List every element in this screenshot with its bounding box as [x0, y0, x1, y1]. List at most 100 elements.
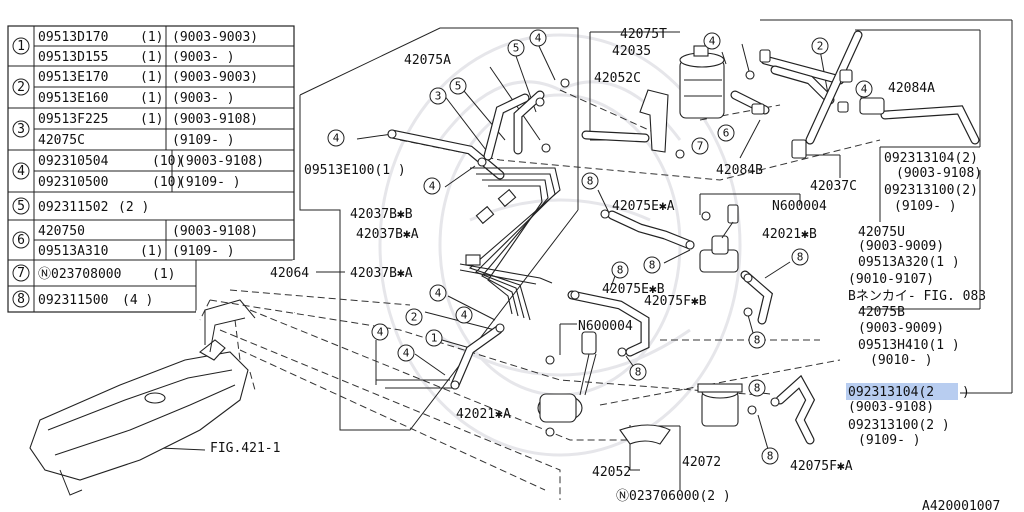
callout-spec-b1-end: ): [962, 385, 970, 400]
marker-number: 4: [861, 83, 868, 96]
marker-number: 8: [649, 259, 656, 272]
marker: 8: [611, 261, 629, 279]
marker: 4: [327, 129, 345, 147]
callout-42021-b: 42021✱B: [762, 227, 817, 242]
selected-label-highlight: [846, 383, 958, 400]
callout-42084a: 42084A: [888, 81, 935, 96]
marker-circle: [423, 177, 441, 195]
callout-diagram-id: A420001007: [922, 499, 1000, 512]
marker-circle: [629, 363, 647, 381]
callout-n600004-top: N600004: [772, 199, 827, 214]
row-key: 1: [17, 39, 25, 54]
row-key: 3: [17, 122, 25, 137]
hoses: [387, 30, 980, 445]
marker: 6: [717, 124, 735, 142]
marker-number: 8: [754, 334, 761, 347]
marker-number: 2: [817, 40, 824, 53]
marker: 4: [371, 323, 389, 341]
callout-u-3: (9010-9107): [848, 272, 934, 287]
filter-42072: [697, 383, 743, 427]
parts-table: 109513D170(1)(9003-9003)09513D155(1)(900…: [7, 25, 296, 314]
marker: 8: [643, 256, 661, 274]
marker: 8: [748, 331, 766, 349]
marker-circle: [748, 379, 766, 397]
row-quantity: (1): [152, 267, 175, 282]
marker-circle: [811, 37, 829, 55]
marker: 8: [748, 379, 766, 397]
marker: 3: [429, 87, 447, 105]
marker: 4: [423, 177, 441, 195]
marker-number: 4: [461, 309, 468, 322]
row-quantity: (2 ): [118, 200, 149, 215]
marker-circle: [397, 344, 415, 362]
marker: 2: [405, 308, 423, 326]
row-quantity: (1): [140, 50, 163, 65]
row-key-circle: [12, 264, 30, 282]
callout-fig421: FIG.421-1: [210, 441, 280, 456]
parts-table-row: 209513E170(1)(9003-9003)09513E160(1)(900…: [12, 70, 258, 106]
row-key-circle: [12, 37, 30, 55]
callout-spec-a1: 092313104(2): [884, 151, 978, 166]
marker: 8: [581, 172, 599, 190]
marker-circle: [791, 248, 809, 266]
marker-circle: [371, 323, 389, 341]
pipe-bundle: [459, 167, 561, 321]
callout-023706000: Ⓝ023706000(2 ): [616, 489, 731, 504]
marker-circle: [449, 77, 467, 95]
callout-b-3: (9010- ): [870, 353, 933, 368]
callout-42072: 42072: [682, 455, 721, 470]
marker-number: 5: [513, 42, 520, 55]
marker-circle: [327, 129, 345, 147]
callout-42037b-a1: 42037B✱A: [356, 227, 419, 242]
callout-spec-a4: (9109- ): [894, 199, 957, 214]
row-quantity: (4 ): [122, 293, 153, 308]
callout-u-2: 09513A320(1 ): [858, 255, 960, 270]
callout-u-4: Bネンカイ- FIG. 083: [848, 289, 986, 304]
marker-number: 2: [411, 311, 418, 324]
row-date-range: (9003-9108): [172, 112, 258, 127]
marker-circle: [611, 261, 629, 279]
parts-table-row: 4092310504(10)(9003-9108)092310500(10)(9…: [12, 154, 264, 190]
row-part-number: 420750: [38, 224, 85, 239]
row-quantity: (1): [140, 244, 163, 259]
marker-number: 4: [377, 326, 384, 339]
marker-number: 4: [435, 287, 442, 300]
marker-circle: [761, 447, 779, 465]
marker: 8: [761, 447, 779, 465]
row-part-number: 092311500: [38, 293, 108, 308]
callout-n600004-mid: N600004: [578, 319, 633, 334]
callout-42075t: 42075T: [620, 27, 667, 42]
callout-labels: 42075T 42035 42052C 42075A 09513E100(1 )…: [210, 27, 1000, 512]
row-quantity: (1): [140, 112, 163, 127]
marker-number: 7: [697, 140, 704, 153]
row-date-range: (9003-9108): [178, 154, 264, 169]
row-date-range: (9109- ): [172, 133, 235, 148]
row-key-circle: [12, 162, 30, 180]
callout-spec-b4: (9109- ): [858, 433, 921, 448]
marker-circle: [748, 331, 766, 349]
marker-circle: [425, 329, 443, 347]
callout-42084b: 42084B: [716, 163, 763, 178]
marker-circle: [855, 80, 873, 98]
row-date-range: (9003-9003): [172, 70, 258, 85]
marker-circle: [507, 39, 525, 57]
marker-circle: [429, 284, 447, 302]
callout-42075f-a: 42075F✱A: [790, 459, 853, 474]
row-quantity: (1): [140, 70, 163, 85]
marker: 7: [691, 137, 709, 155]
marker-number: 1: [431, 332, 438, 345]
row-part-number: 09513D155: [38, 50, 108, 65]
dashed-outlines: [199, 89, 881, 500]
row-key-circle: [12, 290, 30, 308]
marker: 8: [629, 363, 647, 381]
row-date-range: (9003-9108): [172, 224, 258, 239]
marker-number: 8: [617, 264, 624, 277]
marker-number: 4: [429, 180, 436, 193]
row-quantity: (1): [140, 91, 163, 106]
marker: 1: [425, 329, 443, 347]
marker-circle: [405, 308, 423, 326]
callout-b-2: 09513H410(1 ): [858, 338, 960, 353]
